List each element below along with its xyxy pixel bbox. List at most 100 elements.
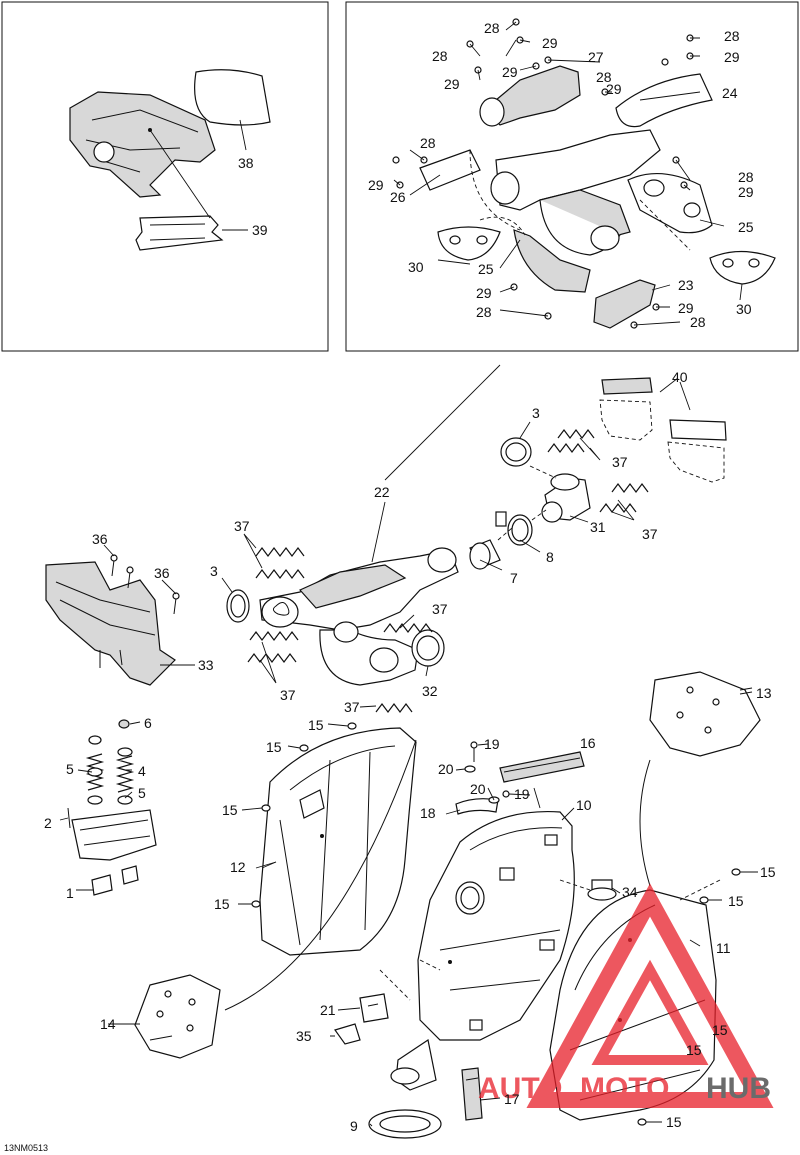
label-17: [461, 1067, 483, 1121]
callout-31: 31: [590, 519, 606, 535]
bracket-assembly: [67, 719, 157, 896]
callout-28: 28: [420, 135, 436, 151]
callout-28: 28: [596, 69, 612, 85]
inset-leaders: [393, 21, 743, 326]
muffler-12: [259, 727, 417, 956]
diagram-code: 13NM0513: [4, 1143, 49, 1153]
callout-5: 5: [66, 761, 74, 777]
callout-5: 5: [138, 785, 146, 801]
inset-connector-line: [384, 364, 501, 481]
callout-18: 18: [420, 805, 436, 821]
callout-37: 37: [280, 687, 296, 703]
gaskets-40: [599, 377, 727, 483]
callout-3: 3: [532, 405, 540, 421]
callout-30: 30: [736, 301, 752, 317]
callout-15: 15: [728, 893, 744, 909]
watermark-text-hub: HUB: [706, 1072, 771, 1105]
gasket-39: [135, 215, 224, 251]
callout-30: 30: [408, 259, 424, 275]
springs-37: [247, 429, 649, 713]
pipe-31: [541, 473, 591, 523]
watermark-text-moto: MOTO: [580, 1072, 669, 1105]
callout-29: 29: [724, 49, 740, 65]
callout-33: 33: [198, 657, 214, 673]
callout-16: 16: [580, 735, 596, 751]
callout-15: 15: [712, 1022, 728, 1038]
bolt-19-20: [464, 741, 510, 804]
callout-23: 23: [678, 277, 694, 293]
heat-shield-13: [639, 671, 761, 887]
callout-37: 37: [612, 454, 628, 470]
bracket-21: [359, 993, 389, 1023]
callout-28: 28: [432, 48, 448, 64]
callout-34: 34: [622, 884, 638, 900]
callout-15: 15: [222, 802, 238, 818]
callout-2: 2: [44, 815, 52, 831]
callout-36: 36: [92, 531, 108, 547]
callout-11: 11: [716, 940, 731, 956]
grommet-34: [587, 879, 617, 901]
callout-15: 15: [686, 1042, 702, 1058]
callout-29: 29: [738, 184, 754, 200]
callout-4: 4: [138, 763, 146, 779]
heat-shield-33: [45, 561, 176, 686]
callout-15: 15: [266, 739, 282, 755]
manifold-pipe-inset: [490, 129, 661, 256]
shield-24: [615, 73, 713, 128]
callout-37: 37: [234, 518, 250, 534]
callout-35: 35: [296, 1028, 312, 1044]
callout-29: 29: [678, 300, 694, 316]
callout-3: 3: [210, 563, 218, 579]
callout-28: 28: [476, 304, 492, 320]
sleeve-7: [469, 539, 501, 570]
callout-6: 6: [144, 715, 152, 731]
callout-29: 29: [368, 177, 384, 193]
callout-40: 40: [672, 369, 688, 385]
watermark-text-auto: AUTO: [478, 1072, 562, 1105]
callout-8: 8: [546, 549, 554, 565]
callout-37: 37: [642, 526, 658, 542]
callout-27: 27: [588, 49, 604, 65]
callout-38: 38: [238, 155, 254, 171]
gasket-30-left: [437, 226, 501, 261]
callout-39: 39: [252, 222, 268, 238]
callout-29: 29: [502, 64, 518, 80]
callout-15: 15: [214, 896, 230, 912]
callout-28: 28: [738, 169, 754, 185]
callout-15: 15: [760, 864, 776, 880]
callout-9: 9: [350, 1118, 358, 1134]
callout-28: 28: [484, 20, 500, 36]
callout-21: 21: [320, 1002, 336, 1018]
callout-17: 17: [504, 1091, 520, 1107]
callout-36: 36: [154, 565, 170, 581]
clamp-8: [495, 511, 533, 546]
heat-shield-14: [134, 739, 417, 1059]
ring-3-left: [226, 589, 250, 623]
callout-26: 26: [390, 189, 406, 205]
callout-12: 12: [230, 859, 246, 875]
muffler-10: [390, 810, 575, 1091]
ring-32: [411, 629, 445, 667]
callout-22: 22: [374, 484, 390, 500]
callout-37: 37: [432, 601, 448, 617]
gasket-30-right: [709, 250, 776, 285]
shield-23: [593, 279, 656, 329]
callout-15: 15: [666, 1114, 682, 1130]
bolts-36: [110, 554, 180, 615]
callout-37: 37: [344, 699, 360, 715]
callout-25: 25: [738, 219, 754, 235]
heat-shield-18: [455, 798, 499, 815]
callout-1: 1: [66, 885, 74, 901]
callout-32: 32: [422, 683, 438, 699]
label-16: [499, 751, 585, 809]
shield-27: [479, 65, 581, 127]
callout-19: 19: [514, 786, 530, 802]
clamp-ring-9: [368, 1109, 442, 1139]
manifold-22: [259, 547, 459, 686]
callout-29: 29: [606, 81, 622, 97]
callout-19: 19: [484, 736, 500, 752]
bracket-35: [334, 1023, 361, 1045]
shield-25-right: [627, 172, 713, 234]
callout-25: 25: [478, 261, 494, 277]
